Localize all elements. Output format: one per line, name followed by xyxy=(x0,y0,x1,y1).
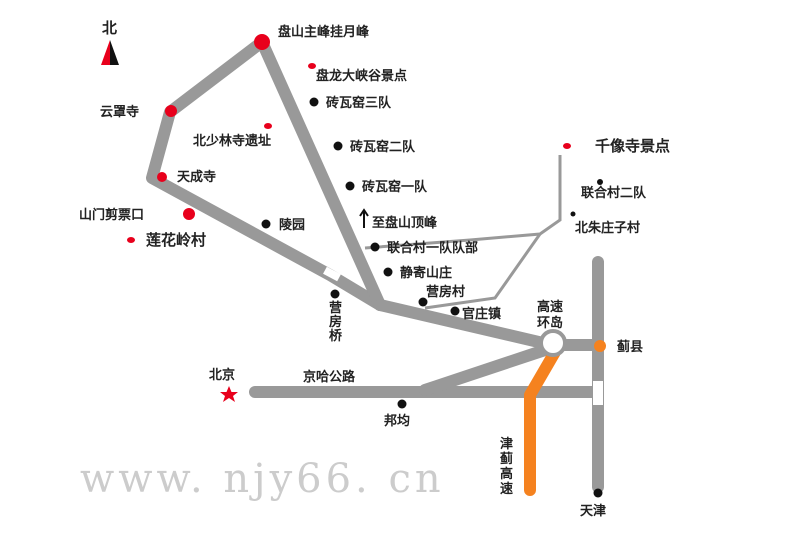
label-yingfangcun: 营房村 xyxy=(426,284,465,300)
north-arrow-icon xyxy=(101,40,119,65)
jixian-marker xyxy=(594,340,606,352)
label-char: 津 xyxy=(500,436,513,452)
label-jinji: 津 蓟 高 速 xyxy=(499,436,513,497)
label-jingha: 京哈公路 xyxy=(303,369,356,385)
label-bangjun: 邦均 xyxy=(384,413,410,429)
north-label: 北 xyxy=(102,19,117,37)
label-tianjin: 天津 xyxy=(580,503,606,519)
label-roundabout-1: 高速 xyxy=(537,299,563,315)
watermark: www. njy66. cn xyxy=(80,456,445,502)
label-zhuanwa2: 砖瓦窑二队 xyxy=(350,139,416,155)
scenic-markers xyxy=(127,34,571,402)
label-lingyuan: 陵园 xyxy=(279,217,305,233)
main-roads xyxy=(146,36,604,493)
label-tiancheng: 天成寺 xyxy=(177,169,216,185)
up-arrow-icon xyxy=(359,208,369,228)
interchange xyxy=(593,381,603,405)
minor-roads xyxy=(364,155,562,310)
peak-road xyxy=(256,36,386,311)
label-char: 速 xyxy=(500,481,513,497)
label-char: 桥 xyxy=(329,328,343,344)
label-jingji: 静寄山庄 xyxy=(400,265,452,281)
label-roundabout-2: 环岛 xyxy=(537,315,563,331)
label-char: 蓟 xyxy=(499,451,513,467)
label-shaolin: 北少林寺遗址 xyxy=(193,133,271,149)
jinji-expressway xyxy=(524,346,561,496)
label-lianhe1: 联合村一队队部 xyxy=(387,240,478,256)
label-panlong: 盘龙大峡谷景点 xyxy=(316,68,407,84)
label-beizhuzhuang: 北朱庄子村 xyxy=(575,220,640,236)
label-guanzhuang: 官庄镇 xyxy=(462,306,501,322)
road-to-roundabout xyxy=(374,299,549,349)
label-qianxiang: 千像寺景点 xyxy=(595,137,670,155)
mountain-loop-road xyxy=(146,36,386,311)
label-guayuefeng: 盘山主峰挂月峰 xyxy=(278,24,370,40)
village-markers xyxy=(261,97,603,498)
label-beijing: 北京 xyxy=(209,367,235,383)
bangjun-connector xyxy=(419,344,551,396)
label-zhuanwa3: 砖瓦窑三队 xyxy=(326,95,392,111)
beijing-star-icon xyxy=(220,386,238,402)
label-shanmen: 山门剪票口 xyxy=(79,207,144,223)
yingfang-bridge xyxy=(323,266,341,282)
label-char: 高 xyxy=(500,466,513,482)
label-yunzhao: 云罩寺 xyxy=(100,104,139,120)
label-yingfangqiao: 营 房 桥 xyxy=(329,300,343,344)
label-lianhe2: 联合村二队 xyxy=(581,185,647,201)
label-char: 营 xyxy=(329,300,342,316)
label-lianhualing: 莲花岭村 xyxy=(146,231,206,249)
label-jixian: 蓟县 xyxy=(616,339,643,355)
label-to-peak: 至盘山顶峰 xyxy=(372,215,438,231)
highway-roundabout xyxy=(539,329,567,357)
label-char: 房 xyxy=(329,314,342,330)
label-zhuanwa1: 砖瓦窑一队 xyxy=(362,179,428,195)
